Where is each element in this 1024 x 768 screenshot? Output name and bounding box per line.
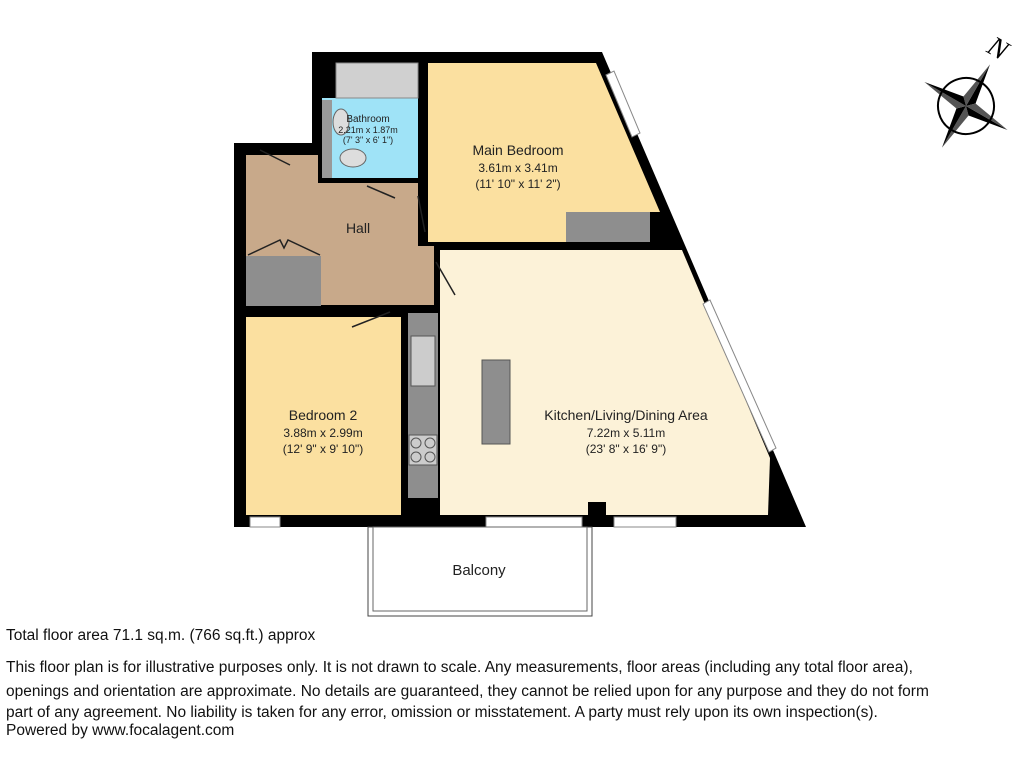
kitchen-name: Kitchen/Living/Dining Area bbox=[544, 407, 708, 423]
bedroom2-name: Bedroom 2 bbox=[289, 407, 358, 423]
bedroom2-imperial: (12' 9" x 9' 10") bbox=[283, 442, 363, 456]
kitchen-imperial: (23' 8" x 16' 9") bbox=[586, 442, 666, 456]
total-floor-area: Total floor area 71.1 sq.m. (766 sq.ft.)… bbox=[6, 627, 316, 644]
sink-icon bbox=[410, 335, 436, 387]
disclaimer-line: part of any agreement. No liability is t… bbox=[6, 704, 878, 721]
powered-by-link[interactable]: Powered by www.focalagent.com bbox=[6, 722, 235, 739]
windows bbox=[249, 70, 777, 528]
floor-plan: Bathroom 2.21m x 1.87m (7' 3" x 6' 1") M… bbox=[234, 30, 1015, 617]
balcony-rail bbox=[372, 526, 588, 612]
balcony bbox=[367, 526, 593, 617]
compass-north-label: N bbox=[981, 30, 1015, 67]
window bbox=[605, 70, 641, 138]
bathroom-name: Bathroom bbox=[346, 114, 389, 125]
window bbox=[485, 516, 583, 528]
bathroom-metric: 2.21m x 1.87m bbox=[338, 125, 398, 135]
window bbox=[249, 516, 281, 528]
room-main-bedroom bbox=[428, 63, 660, 242]
hob-icon bbox=[408, 434, 438, 466]
main-bedroom-metric: 3.61m x 3.41m bbox=[478, 161, 557, 175]
disclaimer-line: openings and orientation are approximate… bbox=[6, 683, 929, 700]
pillar bbox=[588, 502, 606, 527]
window bbox=[702, 299, 777, 453]
cupboard-hall bbox=[246, 256, 321, 306]
balcony-name: Balcony bbox=[452, 562, 506, 579]
kitchen-island bbox=[481, 359, 511, 445]
compass-rose-icon bbox=[924, 64, 1008, 148]
wardrobe-main-bedroom bbox=[566, 212, 650, 242]
room-kitchen-living-dining bbox=[440, 250, 770, 515]
main-bedroom-imperial: (11' 10" x 11' 2") bbox=[475, 177, 560, 191]
main-bedroom-name: Main Bedroom bbox=[472, 142, 563, 158]
window bbox=[613, 516, 677, 528]
bedroom2-metric: 3.88m x 2.99m bbox=[283, 426, 362, 440]
bathroom-vanity bbox=[322, 100, 332, 178]
toilet-icon bbox=[339, 148, 367, 168]
bathroom-imperial: (7' 3" x 6' 1") bbox=[343, 135, 393, 145]
room-bedroom-2 bbox=[246, 317, 401, 515]
disclaimer-line: This floor plan is for illustrative purp… bbox=[6, 659, 913, 676]
hall-name: Hall bbox=[346, 220, 370, 236]
kitchen-metric: 7.22m x 5.11m bbox=[587, 426, 665, 440]
basin-icon bbox=[332, 108, 350, 136]
bathtub bbox=[335, 62, 419, 99]
